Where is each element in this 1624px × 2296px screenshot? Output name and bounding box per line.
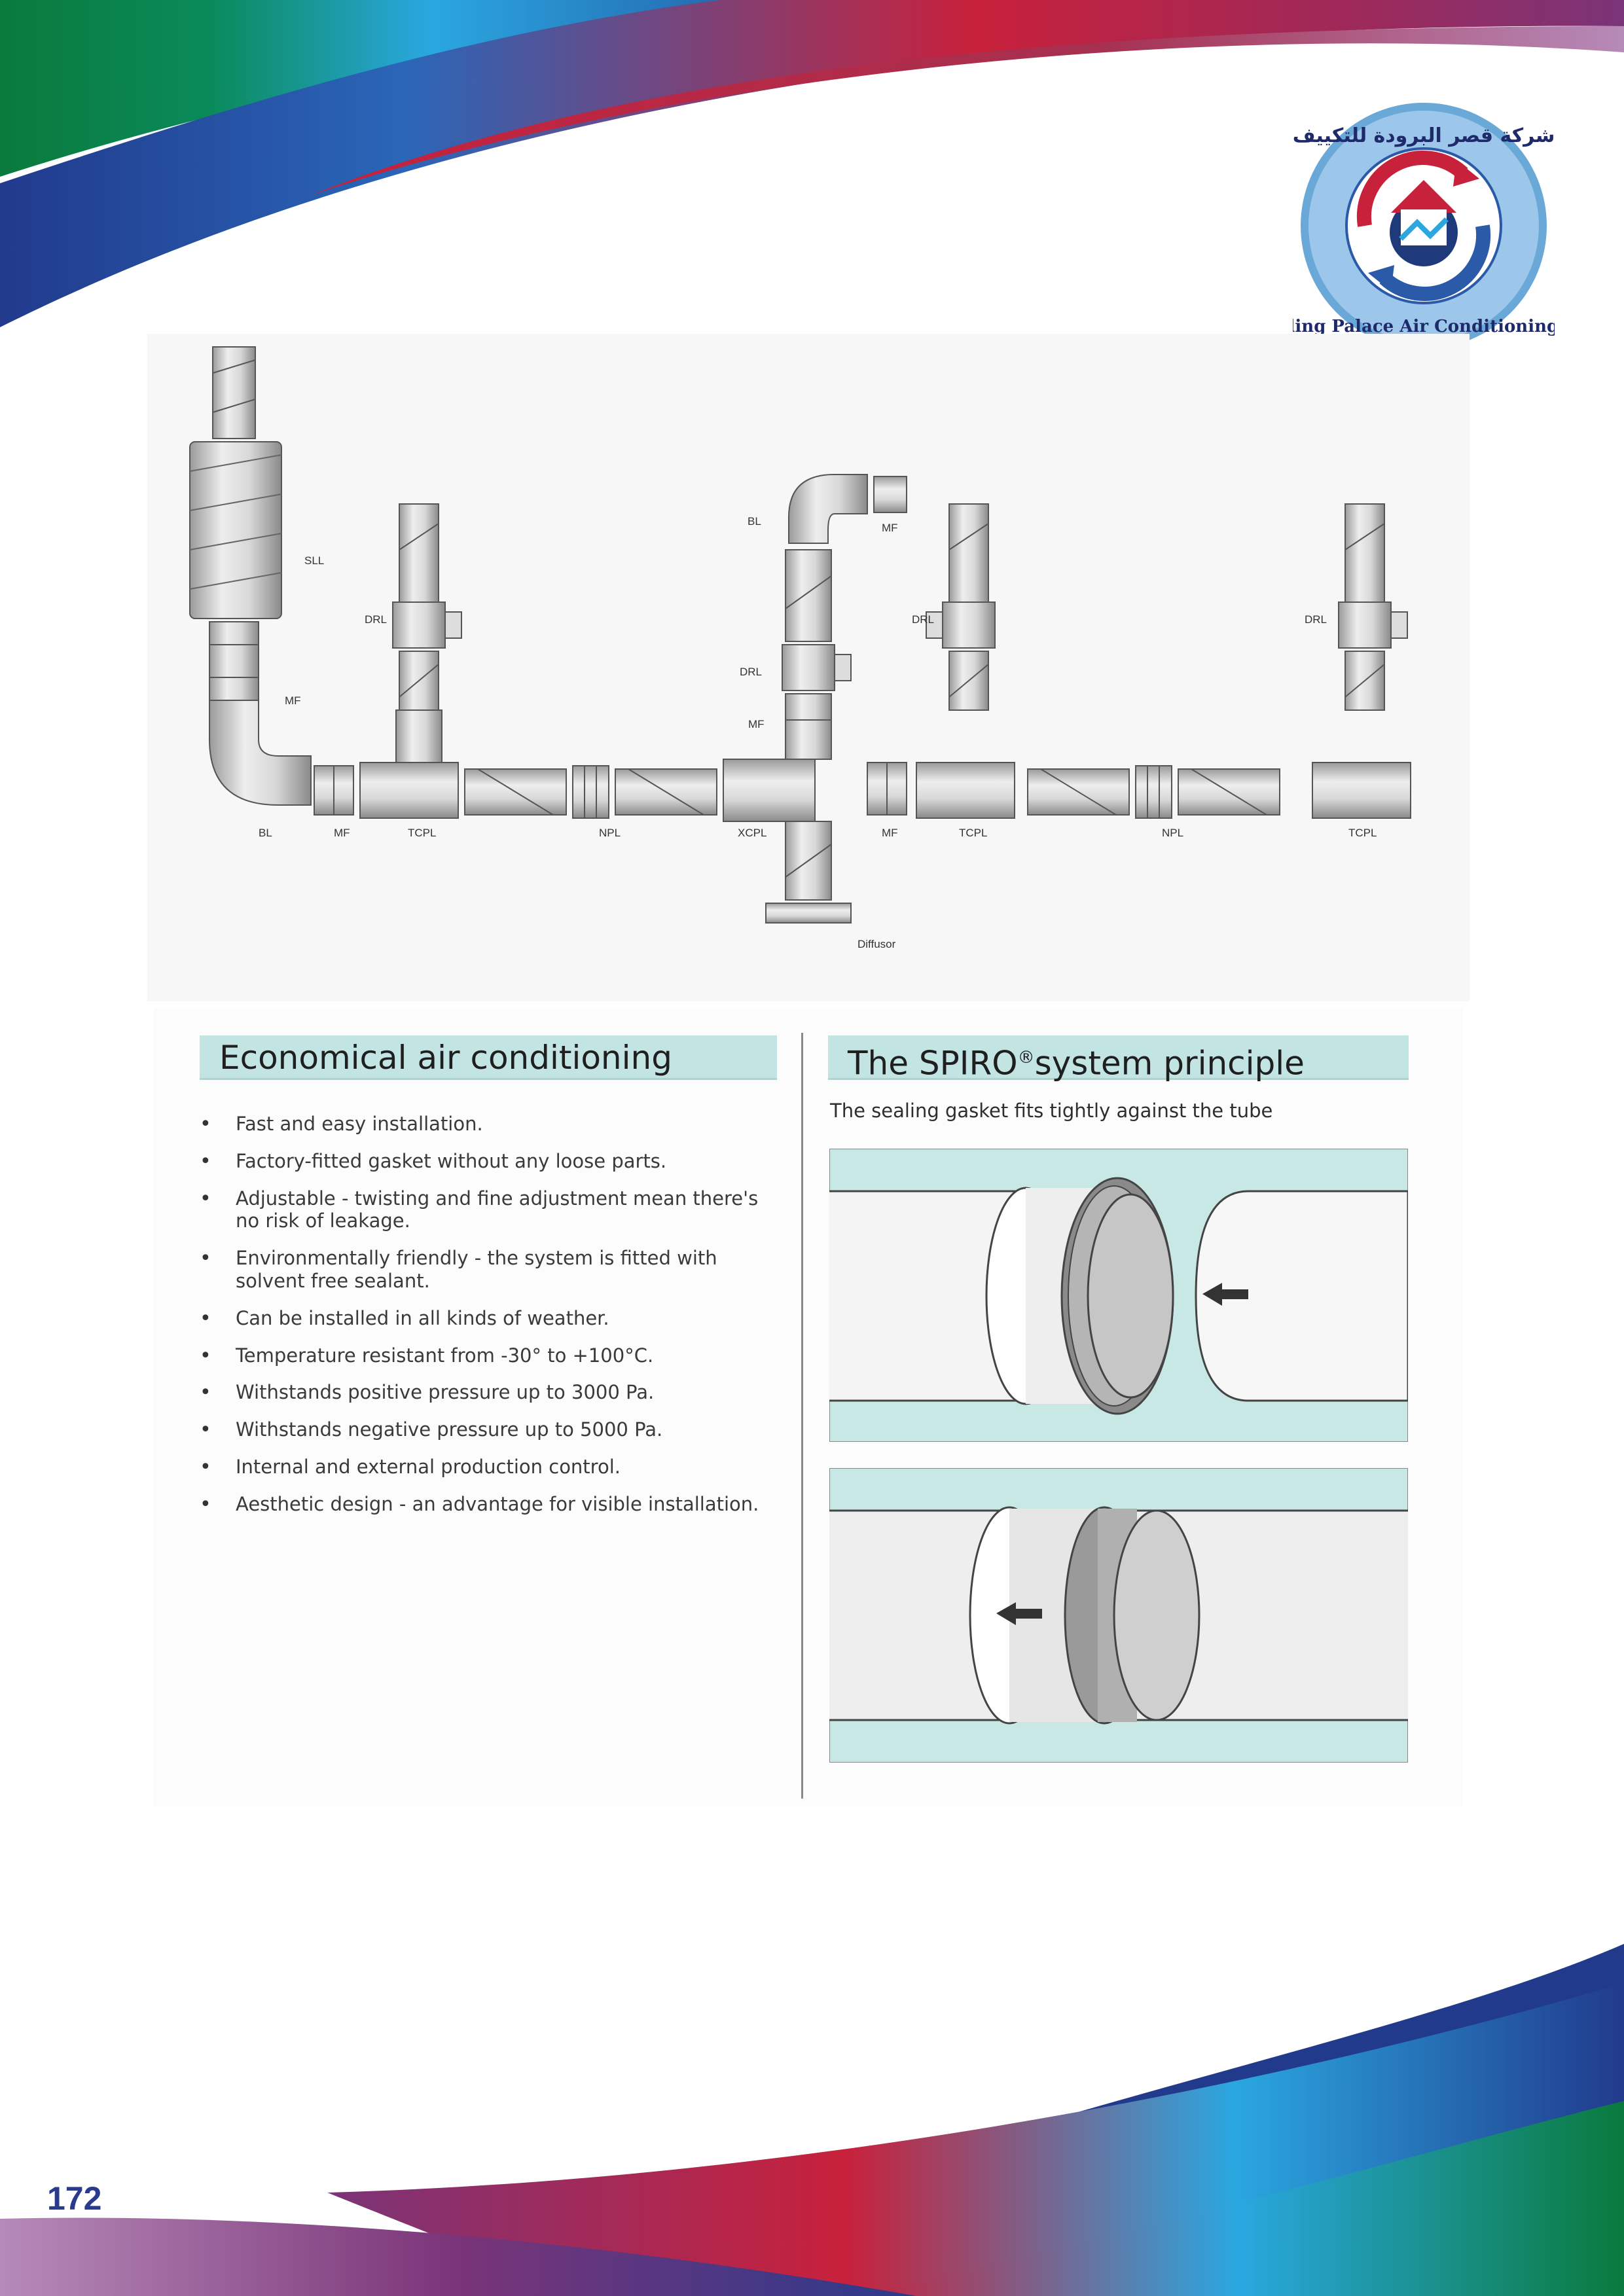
features-list: Fast and easy installation. Factory-fitt… xyxy=(196,1113,785,1530)
branch-center xyxy=(765,474,907,924)
list-item: Temperature resistant from -30° to +100°… xyxy=(196,1344,785,1368)
spiro-heading-prefix: The SPIRO xyxy=(848,1044,1018,1083)
label-npl-1: NPL xyxy=(599,827,621,839)
label-diffusor: Diffusor xyxy=(857,938,896,950)
bottom-band-green xyxy=(851,2101,1624,2296)
list-item: Internal and external production control… xyxy=(196,1456,785,1479)
label-tcpl-1: TCPL xyxy=(408,827,436,839)
spiro-heading: The SPIRO®system principle xyxy=(828,1035,1409,1083)
house-roof xyxy=(1391,180,1456,213)
top-band-navy-red xyxy=(0,0,1624,327)
branch-2 xyxy=(926,503,996,711)
label-drl-center: DRL xyxy=(740,666,762,678)
label-tcpl-3: TCPL xyxy=(1348,827,1377,839)
label-xcpl: XCPL xyxy=(738,827,767,839)
list-item: Aesthetic design - an advantage for visi… xyxy=(196,1493,785,1516)
label-mf-right-horizontal: MF xyxy=(882,827,898,839)
duct-system-diagram: SLL BL MF MF DRL TCPL NPL XCPL BL MF DRL… xyxy=(147,334,1470,1001)
label-drl-2: DRL xyxy=(912,613,934,626)
list-item: Factory-fitted gasket without any loose … xyxy=(196,1150,785,1174)
logo-english-text: Cooling Palace Air Conditioning Co. xyxy=(1293,317,1555,336)
page-number: 172 xyxy=(47,2180,102,2217)
left-bend-bl xyxy=(209,700,312,806)
top-band-green-blue xyxy=(0,0,956,177)
list-item: Fast and easy installation. xyxy=(196,1113,785,1136)
list-item: Can be installed in all kinds of weather… xyxy=(196,1307,785,1331)
bottom-decorative-bands xyxy=(0,1944,1624,2296)
label-drl-3: DRL xyxy=(1305,613,1327,626)
list-item: Withstands positive pressure up to 3000 … xyxy=(196,1381,785,1405)
arrow-left-icon xyxy=(996,1602,1042,1625)
branch-1 xyxy=(392,503,462,711)
branch-3 xyxy=(1338,503,1408,711)
spiro-caption: The sealing gasket fits tightly against … xyxy=(830,1100,1273,1122)
label-bl-left: BL xyxy=(259,827,272,839)
label-mf-center-top: MF xyxy=(882,522,898,534)
arrow-red xyxy=(1356,151,1468,227)
bottom-band-lavender xyxy=(0,2217,916,2296)
label-mf-left-vertical: MF xyxy=(285,694,301,707)
list-item: Withstands negative pressure up to 5000 … xyxy=(196,1418,785,1442)
list-item: Environmentally friendly - the system is… xyxy=(196,1247,785,1293)
company-logo: شركة قصر البرودة للتكييف Cooling Palace … xyxy=(1293,103,1555,349)
top-decorative-bands xyxy=(0,0,1624,327)
column-divider xyxy=(801,1033,803,1799)
arrow-blue xyxy=(1379,224,1491,301)
label-mf-left-horizontal: MF xyxy=(334,827,350,839)
label-tcpl-2: TCPL xyxy=(959,827,987,839)
registered-mark: ® xyxy=(1017,1048,1035,1067)
label-sll: SLL xyxy=(304,554,324,567)
arrow-left-icon xyxy=(1202,1283,1248,1306)
label-bl-center: BL xyxy=(748,515,761,528)
economical-heading: Economical air conditioning xyxy=(200,1035,777,1080)
logo-arabic-text: شركة قصر البرودة للتكييف xyxy=(1293,124,1555,147)
center-bend-bl xyxy=(788,474,868,544)
left-top-pipe xyxy=(212,346,256,439)
label-drl-1: DRL xyxy=(365,613,387,626)
spiro-heading-suffix: system principle xyxy=(1034,1044,1305,1083)
joint-illustration-after xyxy=(829,1468,1408,1763)
label-npl-2: NPL xyxy=(1162,827,1183,839)
list-item: Adjustable - twisting and fine adjustmen… xyxy=(196,1187,785,1233)
main-horizontal-run xyxy=(314,709,1411,822)
joint-illustration-before xyxy=(829,1149,1408,1442)
top-band-red-lavender xyxy=(308,26,1624,196)
label-mf-center-vertical: MF xyxy=(748,718,765,730)
silencer-sll xyxy=(189,441,282,619)
diffusor xyxy=(765,903,852,924)
